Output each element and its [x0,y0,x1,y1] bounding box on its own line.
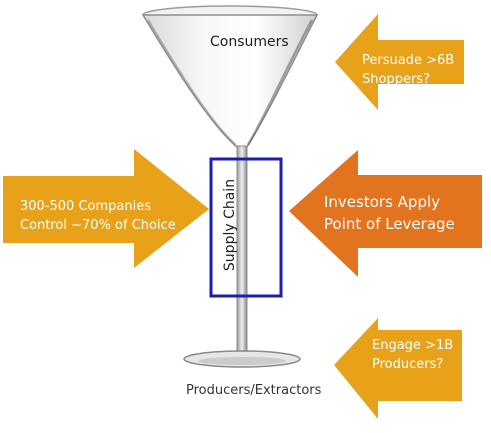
investors-line-1: Investors Apply [324,193,441,211]
producers-extractors-label: Producers/Extractors [186,383,322,398]
engage-line-2: Producers? [372,356,444,372]
consumers-label: Consumers [210,34,289,50]
persuade-line-2: Shoppers? [362,71,430,87]
martini-glass [141,5,319,368]
investors-arrow-text: Investors Apply Point of Leverage [324,192,455,236]
glass-bowl-shadow-left [147,19,237,146]
glass-stem [236,145,248,355]
companies-line-2: Control ~70% of Choice [20,217,176,233]
glass-bowl-shadow-right [246,19,314,146]
engage-arrow-text: Engage >1B Producers? [372,337,453,375]
persuade-line-1: Persuade >6B [362,53,455,68]
engage-line-1: Engage >1B [372,338,454,353]
supply-chain-highlight-box [209,157,283,298]
glass-base-shadow [198,357,286,365]
investors-arrow [289,150,482,277]
companies-arrow-text: 300-500 Companies Control ~70% of Choice [20,198,176,236]
persuade-arrow-text: Persuade >6B Shoppers? [362,52,454,90]
engage-arrow [334,318,462,419]
persuade-arrow [335,14,464,110]
supply-chain-label: Supply Chain [222,178,238,272]
investors-line-2: Point of Leverage [324,214,455,233]
companies-arrow [3,149,209,268]
companies-line-1: 300-500 Companies [20,199,151,214]
